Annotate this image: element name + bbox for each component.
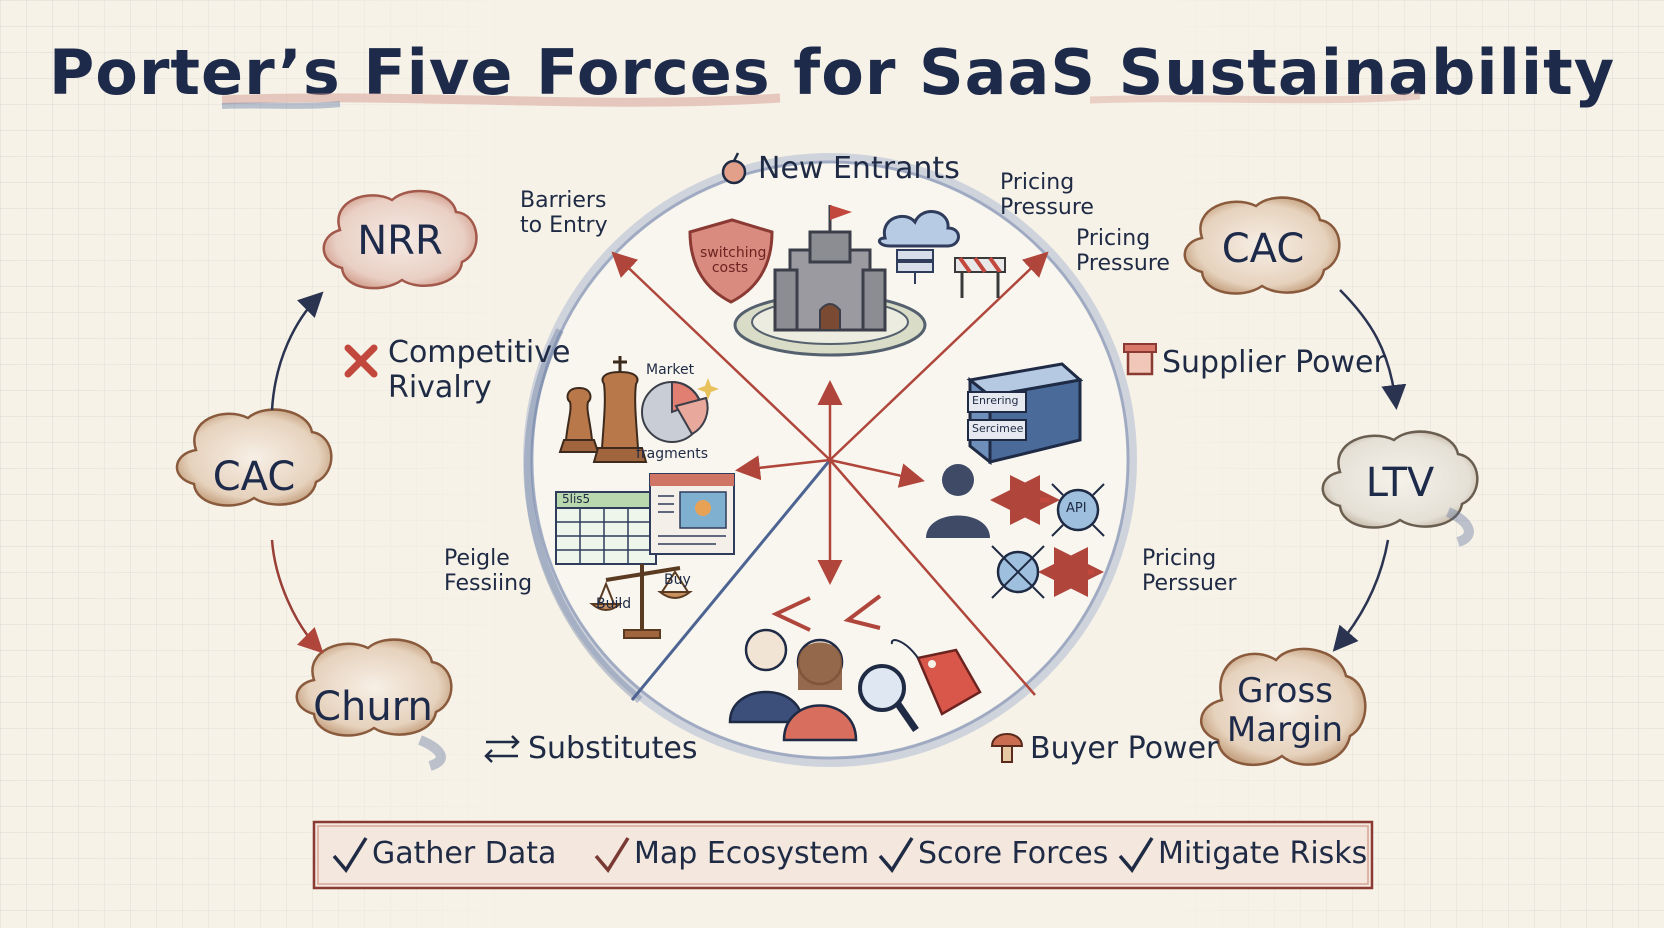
label-build: Build <box>596 596 632 612</box>
label-server-2: Sercimee <box>972 422 1024 435</box>
api-node-icon <box>1051 483 1105 537</box>
label-supplier-power: Supplier Power <box>1162 345 1386 380</box>
label-api: API <box>1066 501 1087 516</box>
checklist-item-score-forces: Score Forces <box>918 836 1109 871</box>
center-arrow-right <box>829 458 925 488</box>
bomb-icon <box>721 152 747 185</box>
shield-icon <box>688 218 774 304</box>
people-icon <box>728 628 858 742</box>
checklist-box <box>312 820 1374 890</box>
arrow-cac-to-ltv <box>1339 289 1407 410</box>
annotation-pricing-perssuer: Pricing Perssuer <box>1142 546 1237 597</box>
label-substitutes: Substitutes <box>528 731 698 766</box>
divider-top-right <box>829 251 1049 461</box>
server-box-icon <box>966 362 1084 466</box>
annotation-pricing-pressure-2: Pricing Pressure <box>1076 226 1170 277</box>
castle-icon <box>733 205 927 357</box>
annotation-pricing-pressure-1: Pricing Pressure <box>1000 170 1094 221</box>
checklist-item-gather-data: Gather Data <box>372 836 557 871</box>
cloud-nrr <box>322 189 478 290</box>
cloud-label-nrr: NRR <box>357 218 443 264</box>
label-spreadsheet-header: 5lis5 <box>562 492 591 506</box>
container-icon <box>1123 343 1157 376</box>
exchange-arrows-icon <box>990 475 1104 597</box>
arrow-cac-to-churn <box>270 539 324 654</box>
arrow-cac-to-nrr <box>270 291 324 411</box>
barrier-icon <box>954 256 1006 298</box>
title-underline-red <box>221 93 781 107</box>
scales-icon <box>589 564 693 639</box>
divider-top-left <box>611 251 831 461</box>
cloud-server-icon <box>877 210 960 284</box>
substitute-arrows-icon <box>771 594 882 632</box>
magnifier-icon <box>858 664 919 732</box>
cloud-label-gross-margin: Gross Margin <box>1226 671 1344 751</box>
checkmark-icon <box>332 837 1154 873</box>
label-buyer-power: Buyer Power <box>1030 731 1219 766</box>
center-arrow-left <box>735 455 831 481</box>
label-server-1: Enrering <box>972 394 1019 407</box>
cross-swords-icon <box>344 344 378 378</box>
title-underline-blue <box>221 101 341 109</box>
annotation-barriers-to-entry: Barriers to Entry <box>520 188 608 239</box>
cloud-label-churn: Churn <box>313 684 433 730</box>
divider-bottom-left <box>630 459 832 701</box>
spreadsheet-icon <box>555 491 657 565</box>
cloud-cac-left <box>175 408 333 507</box>
cloud-churn <box>295 638 453 771</box>
arrow-ltv-to-gross-margin <box>1332 539 1390 652</box>
label-fragments: fragments <box>636 446 709 462</box>
mushroom-icon <box>990 733 1024 763</box>
market-pie-chart <box>641 378 719 443</box>
cloud-gross-margin <box>1199 647 1367 767</box>
chess-pieces-icon <box>558 356 648 463</box>
checklist-item-mitigate-risks: Mitigate Risks <box>1158 836 1368 871</box>
label-switching-costs: switching costs <box>700 245 767 277</box>
divider-bottom-right <box>829 459 1036 696</box>
checklist-item-map-ecosystem: Map Ecosystem <box>634 836 870 871</box>
annotation-peigle-fessiing: Peigle Fessiing <box>444 546 533 597</box>
buyer-silhouette-icon <box>926 464 990 538</box>
browser-window-icon <box>649 473 735 555</box>
label-buy: Buy <box>664 572 691 588</box>
label-competitive-rivalry: Competitive Rivalry <box>388 335 571 405</box>
cloud-label-cac-right: CAC <box>1221 226 1305 272</box>
label-new-entrants: New Entrants <box>758 151 960 186</box>
title-underline-red-2 <box>1089 92 1421 104</box>
price-tag-icon <box>890 639 982 716</box>
cloud-label-ltv: LTV <box>1365 460 1435 506</box>
cloud-cac-right <box>1183 196 1341 295</box>
cloud-label-cac-left: CAC <box>212 454 296 500</box>
network-node-icon <box>991 545 1045 599</box>
cloud-ltv <box>1321 430 1479 547</box>
swap-arrows-icon <box>484 735 520 763</box>
label-market: Market <box>646 362 695 378</box>
